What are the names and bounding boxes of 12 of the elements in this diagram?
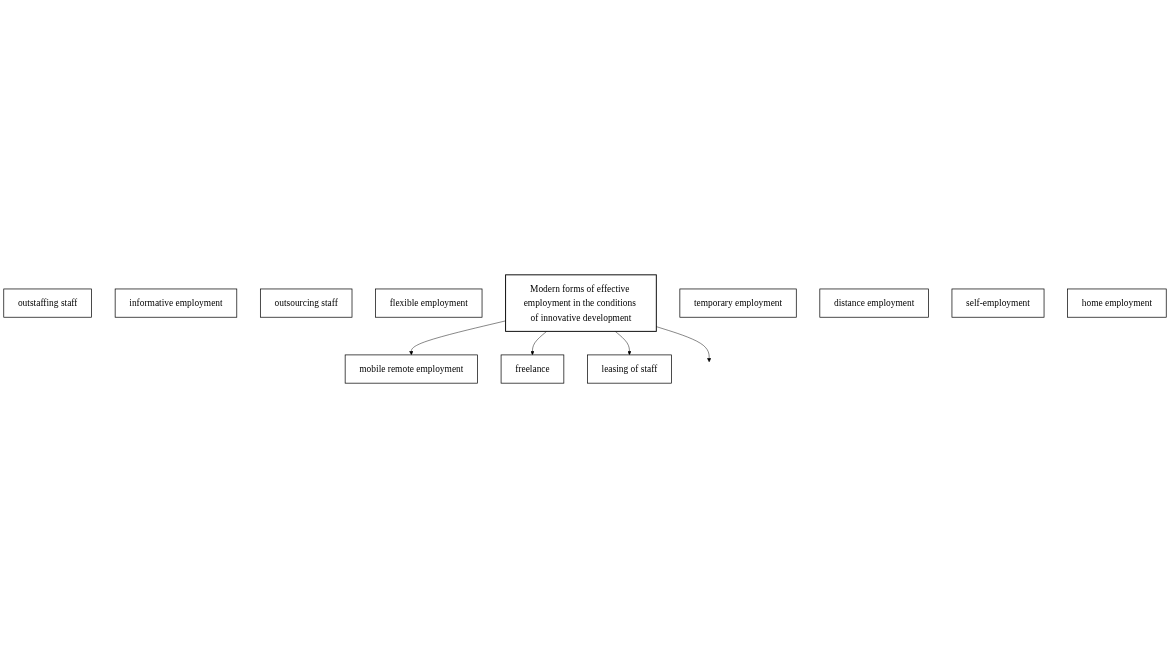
node-box: outsourcing staff [260, 288, 353, 318]
node-box: leasing of staff [587, 354, 672, 384]
node-box: informative employment [114, 288, 238, 318]
node-box: flexible employment [375, 288, 483, 318]
node-box: mobile remote employment [344, 354, 478, 384]
node-box: freelance [500, 354, 565, 384]
node-box: home employment [1067, 288, 1167, 318]
node-box: self-employment [951, 288, 1045, 318]
node-box: distance employment [819, 288, 929, 318]
node-box: outstaffing staff [3, 288, 92, 318]
node-box: temporary employment [679, 288, 797, 318]
node-box: Modern forms of effective employment in the conditions of innovative development [505, 274, 657, 332]
